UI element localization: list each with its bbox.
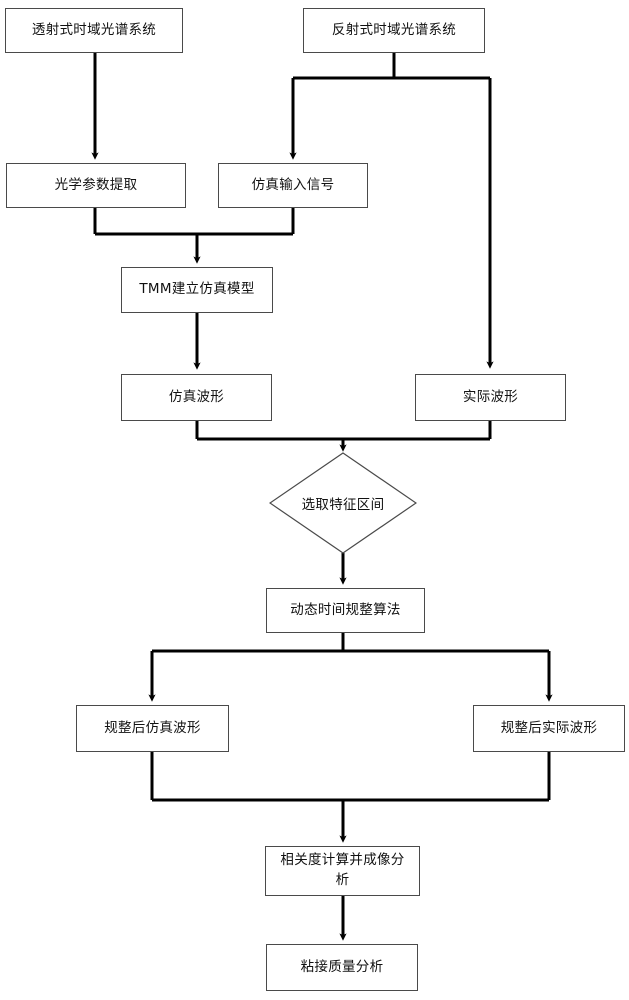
- node-label: 动态时间规整算法: [290, 601, 401, 618]
- node-simulation-input-signal[interactable]: 仿真输入信号: [218, 163, 368, 208]
- node-label: 实际波形: [462, 388, 519, 405]
- node-label: 仿真波形: [168, 388, 225, 405]
- node-reflection-tds-system[interactable]: 反射式时域光谱系统: [303, 8, 485, 53]
- node-correlation-and-imaging-analysis[interactable]: 相关度计算并成像分 析: [265, 846, 420, 896]
- node-warped-simulated-waveform[interactable]: 规整后仿真波形: [76, 705, 229, 752]
- node-label: 仿真输入信号: [251, 176, 335, 193]
- node-transmission-tds-system[interactable]: 透射式时域光谱系统: [5, 8, 183, 53]
- node-label: 选取特征区间: [301, 497, 385, 513]
- node-simulated-waveform[interactable]: 仿真波形: [121, 374, 272, 421]
- node-tmm-simulation-model[interactable]: TMM建立仿真模型: [121, 267, 273, 313]
- node-select-feature-interval[interactable]: 选取特征区间: [269, 452, 417, 554]
- node-label: 透射式时域光谱系统: [31, 21, 157, 38]
- node-label: TMM建立仿真模型: [139, 281, 255, 298]
- node-bonding-quality-analysis[interactable]: 粘接质量分析: [266, 944, 418, 991]
- diamond-shape: [269, 452, 417, 554]
- node-label: 粘接质量分析: [300, 958, 384, 975]
- node-label: 反射式时域光谱系统: [331, 21, 457, 38]
- node-label: 光学参数提取: [54, 176, 138, 193]
- node-label: 规整后仿真波形: [104, 719, 201, 736]
- node-optical-parameter-extraction[interactable]: 光学参数提取: [6, 163, 186, 208]
- node-warped-actual-waveform[interactable]: 规整后实际波形: [473, 705, 625, 752]
- node-label: 相关度计算并成像分 析: [280, 852, 405, 888]
- node-label: 规整后实际波形: [500, 719, 598, 736]
- node-dynamic-time-warping-algorithm[interactable]: 动态时间规整算法: [266, 588, 425, 633]
- node-actual-waveform[interactable]: 实际波形: [415, 374, 566, 421]
